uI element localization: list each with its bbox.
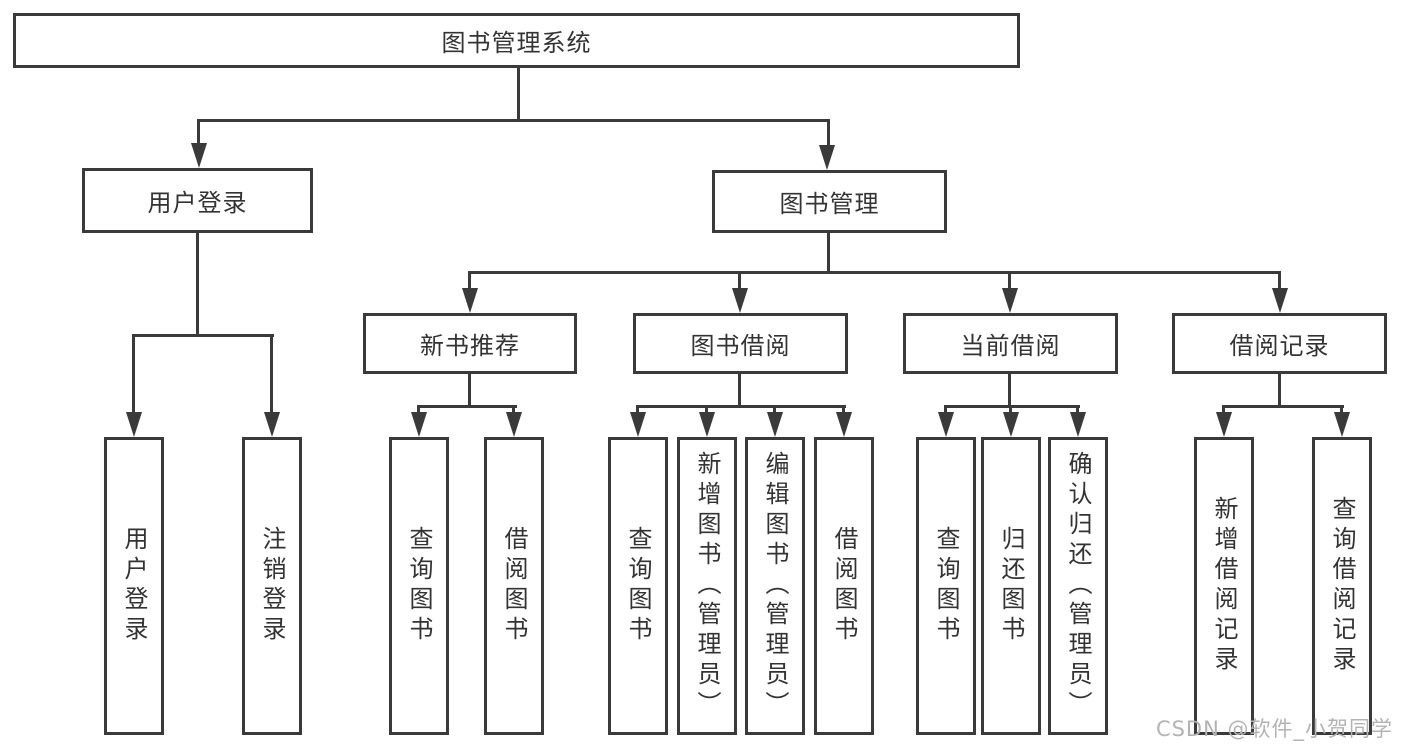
connector-line bbox=[738, 374, 741, 407]
leaf-label: 用户登录 bbox=[120, 526, 148, 646]
node-label: 图书管理 bbox=[779, 190, 880, 218]
leaf-label: 查询借阅记录 bbox=[1328, 496, 1356, 676]
connector-line bbox=[944, 405, 947, 415]
connector-line bbox=[1222, 405, 1225, 415]
leaf-borrow-books-recommend: 借阅图书 bbox=[484, 437, 544, 735]
node-book-borrowing: 图书借阅 bbox=[633, 313, 848, 374]
node-book-management: 图书管理 bbox=[712, 170, 947, 233]
arrowhead-down-icon bbox=[462, 288, 478, 313]
leaf-label: 注销登录 bbox=[258, 526, 286, 646]
connector-line bbox=[196, 233, 199, 336]
leaf-return-books: 归还图书 bbox=[981, 437, 1041, 735]
leaf-label: 确认归还（管理员） bbox=[1064, 451, 1092, 721]
node-label: 当前借阅 bbox=[960, 332, 1061, 360]
leaf-logout: 注销登录 bbox=[242, 437, 302, 735]
connector-line bbox=[468, 374, 471, 407]
connector-line bbox=[132, 334, 135, 414]
connector-line bbox=[1278, 374, 1281, 407]
connector-line bbox=[517, 68, 520, 121]
arrowhead-down-icon bbox=[1003, 412, 1019, 437]
node-label: 图书管理系统 bbox=[441, 29, 592, 57]
arrowhead-down-icon bbox=[126, 412, 142, 437]
arrowhead-down-icon bbox=[1070, 412, 1086, 437]
connector-line bbox=[842, 405, 845, 415]
arrowhead-down-icon bbox=[1216, 412, 1232, 437]
leaf-label: 新增图书（管理员） bbox=[693, 451, 721, 721]
leaf-user-login: 用户登录 bbox=[104, 437, 164, 735]
arrowhead-down-icon bbox=[506, 412, 522, 437]
leaf-label: 查询图书 bbox=[624, 526, 652, 646]
leaf-query-books-current: 查询图书 bbox=[916, 437, 976, 735]
arrowhead-down-icon bbox=[411, 412, 427, 437]
arrowhead-down-icon bbox=[264, 412, 280, 437]
node-new-book-recommendation: 新书推荐 bbox=[363, 313, 577, 374]
connector-line bbox=[417, 405, 420, 415]
arrowhead-down-icon bbox=[1272, 288, 1288, 313]
connector-line bbox=[197, 119, 200, 146]
connector-line bbox=[417, 405, 517, 408]
arrowhead-down-icon bbox=[836, 412, 852, 437]
leaf-confirm-return-admin: 确认归还（管理员） bbox=[1048, 437, 1108, 735]
connector-line bbox=[827, 233, 830, 273]
connector-line bbox=[827, 119, 830, 148]
connector-line bbox=[197, 119, 830, 122]
connector-line bbox=[1222, 405, 1344, 408]
leaf-query-books-borrowing: 查询图书 bbox=[608, 437, 668, 735]
node-library-management-system: 图书管理系统 bbox=[13, 13, 1020, 68]
connector-line bbox=[1008, 271, 1011, 291]
connector-line bbox=[132, 334, 274, 337]
leaf-borrow-books: 借阅图书 bbox=[814, 437, 874, 735]
arrowhead-down-icon bbox=[819, 145, 835, 170]
node-label: 图书借阅 bbox=[690, 332, 791, 360]
leaf-edit-books-admin: 编辑图书（管理员） bbox=[745, 437, 805, 735]
connector-line bbox=[468, 271, 1281, 274]
leaf-add-books-admin: 新增图书（管理员） bbox=[677, 437, 737, 735]
leaf-query-books-recommend: 查询图书 bbox=[389, 437, 449, 735]
leaf-label: 新增借阅记录 bbox=[1210, 496, 1238, 676]
arrowhead-down-icon bbox=[699, 412, 715, 437]
leaf-label: 查询图书 bbox=[932, 526, 960, 646]
connector-line bbox=[1009, 405, 1012, 415]
node-user-login: 用户登录 bbox=[82, 168, 313, 233]
node-label: 借阅记录 bbox=[1229, 332, 1330, 360]
node-current-borrowing: 当前借阅 bbox=[903, 313, 1118, 374]
leaf-label: 借阅图书 bbox=[500, 526, 528, 646]
arrowhead-down-icon bbox=[630, 412, 646, 437]
leaf-add-borrow-record: 新增借阅记录 bbox=[1194, 437, 1254, 735]
arrowhead-down-icon bbox=[191, 143, 207, 168]
node-borrowing-records: 借阅记录 bbox=[1172, 313, 1387, 374]
connector-line bbox=[636, 405, 639, 415]
leaf-query-borrow-record: 查询借阅记录 bbox=[1312, 437, 1372, 735]
leaf-label: 查询图书 bbox=[405, 526, 433, 646]
arrowhead-down-icon bbox=[767, 412, 783, 437]
connector-line bbox=[1008, 374, 1011, 407]
leaf-label: 编辑图书（管理员） bbox=[761, 451, 789, 721]
watermark-csdn: CSDN @软件_小贺同学 bbox=[1155, 717, 1393, 741]
node-label: 新书推荐 bbox=[420, 332, 520, 360]
connector-line bbox=[636, 405, 846, 408]
connector-line bbox=[738, 271, 741, 291]
arrowhead-down-icon bbox=[938, 412, 954, 437]
connector-line bbox=[468, 271, 471, 291]
arrowhead-down-icon bbox=[1002, 288, 1018, 313]
connector-line bbox=[773, 405, 776, 415]
arrowhead-down-icon bbox=[732, 288, 748, 313]
node-label: 用户登录 bbox=[147, 189, 248, 217]
connector-line bbox=[1340, 405, 1343, 415]
connector-line bbox=[1278, 271, 1281, 291]
leaf-label: 借阅图书 bbox=[830, 526, 858, 646]
leaf-label: 归还图书 bbox=[997, 526, 1025, 646]
connector-line bbox=[705, 405, 708, 415]
connector-line bbox=[1076, 405, 1079, 415]
connector-line bbox=[944, 405, 1080, 408]
arrowhead-down-icon bbox=[1334, 412, 1350, 437]
connector-line bbox=[512, 405, 515, 415]
connector-line bbox=[270, 334, 273, 414]
